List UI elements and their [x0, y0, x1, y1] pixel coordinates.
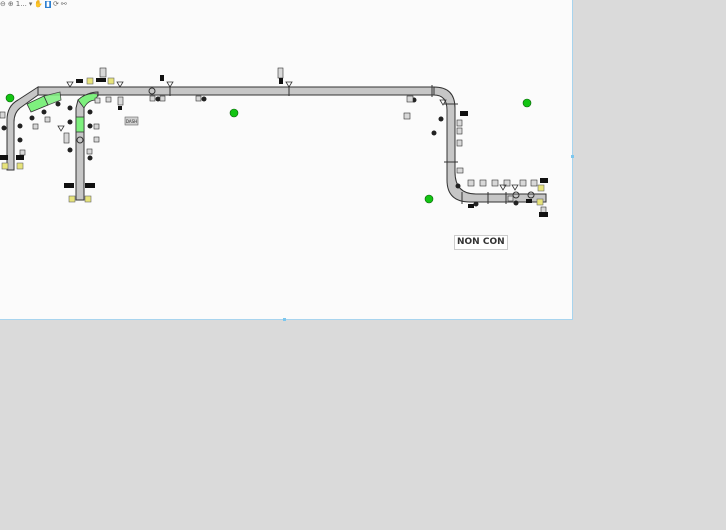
zoom-level[interactable]: 1... [15, 0, 27, 8]
node-marker [424, 194, 434, 204]
canvas-resize-handle[interactable] [571, 155, 574, 158]
gauge-devices[interactable] [1, 96, 519, 207]
schematic-canvas[interactable]: ⊖⊕1...▾✋▮⟳⚯ [0, 0, 573, 320]
link-icon[interactable]: ⚯ [60, 0, 67, 8]
dash-tag[interactable]: DASH [124, 116, 139, 126]
pipeline-schematic[interactable]: DASH [0, 0, 573, 320]
non-con-label: NON CON [454, 235, 508, 250]
rotate-icon[interactable]: ⟳ [52, 0, 59, 8]
node-markers[interactable] [5, 93, 532, 204]
zoom-out-icon[interactable]: ⊖ [0, 0, 6, 8]
active-sections [26, 91, 99, 133]
hand-icon[interactable]: ✋ [34, 0, 44, 8]
pipe-joints [76, 85, 535, 204]
node-marker [522, 98, 532, 108]
node-marker [5, 93, 15, 103]
dropdown-icon[interactable]: ▾ [28, 0, 33, 8]
warning-tags[interactable] [1, 77, 545, 206]
select-icon[interactable]: ▮ [45, 0, 51, 8]
instrument-boxes[interactable] [0, 67, 547, 214]
zoom-in-icon[interactable]: ⊕ [7, 0, 14, 8]
dark-devices[interactable] [0, 75, 548, 217]
node-marker [229, 108, 239, 118]
canvas-resize-handle[interactable] [283, 318, 286, 321]
canvas-toolbar: ⊖⊕1...▾✋▮⟳⚯ [0, 0, 110, 8]
flow-markers [57, 81, 519, 191]
dash-tag-label: DASH [126, 119, 137, 124]
